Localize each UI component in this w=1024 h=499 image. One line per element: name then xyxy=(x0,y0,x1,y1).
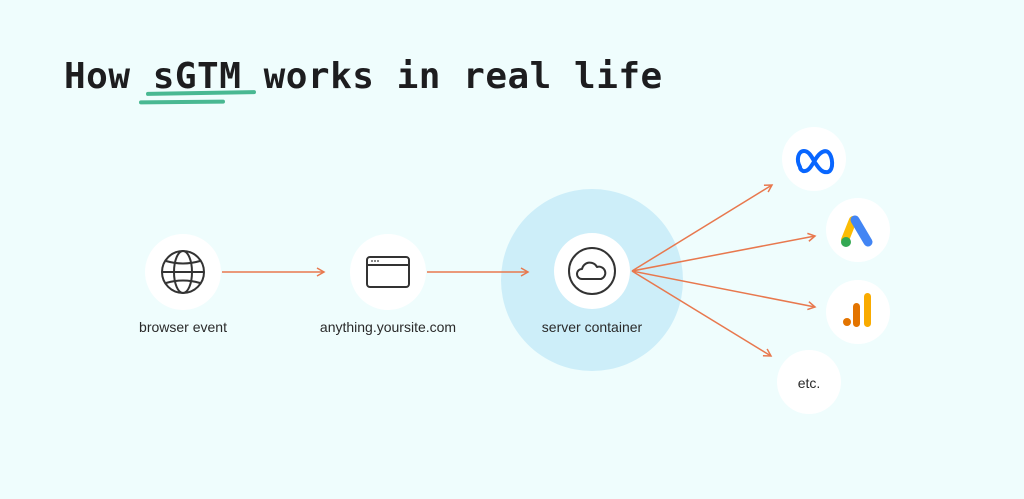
meta-destination xyxy=(782,127,846,191)
title-prefix: How xyxy=(64,56,153,97)
meta-logo-icon xyxy=(795,149,835,175)
etc-label: etc. xyxy=(797,375,821,391)
site-label: anything.yoursite.com xyxy=(319,319,457,335)
cloud-icon-ring xyxy=(568,247,616,295)
cloud-icon xyxy=(576,261,607,280)
google-analytics-destination xyxy=(826,280,890,344)
browser-event-node xyxy=(145,234,221,310)
globe-icon xyxy=(161,250,205,294)
google-ads-destination xyxy=(826,198,890,262)
page-title: How sGTM works in real life xyxy=(64,56,663,97)
browser-event-label: browser event xyxy=(139,319,227,335)
site-node xyxy=(350,234,426,310)
server-node xyxy=(554,233,630,309)
browser-window-icon xyxy=(366,256,410,288)
title-suffix: works in real life xyxy=(241,56,663,97)
server-container-label: server container xyxy=(541,319,643,335)
flow-arrows xyxy=(222,184,817,357)
google-ads-logo-icon xyxy=(841,215,873,247)
google-analytics-logo-icon xyxy=(843,293,871,327)
etc-destination xyxy=(777,350,841,414)
